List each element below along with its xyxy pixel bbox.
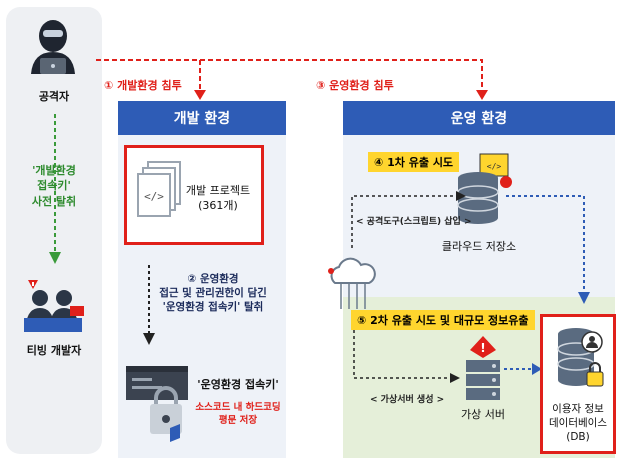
vm-create-label: < 가상서버 생성 > <box>370 395 445 405</box>
script-insert-label: < 공격도구(스크립트) 삽입 > <box>356 217 472 227</box>
steal-note-line3: 사전 탈취 <box>31 194 77 208</box>
hacker-icon <box>31 20 75 74</box>
step3-label: ③ 운영환경 침투 <box>316 79 394 92</box>
step4-label: ④ 1차 유출 시도 <box>368 152 460 172</box>
step2-line3: '운영환경 접속키' 탈취 <box>162 301 264 314</box>
source-files-icon: </> <box>137 161 181 217</box>
user-db-line1: 이용자 정보 <box>552 403 604 415</box>
script-insert-arrow <box>351 191 466 248</box>
step1-label: ① 개발환경 침투 <box>104 79 182 92</box>
svg-text:</>: </> <box>144 190 164 203</box>
database-icon <box>557 328 604 387</box>
attacker-label: 공격자 <box>38 90 70 103</box>
ops-environment-title: 운영 환경 <box>343 101 615 135</box>
dev-project-count: (361개) <box>198 198 238 212</box>
server-db-arrow <box>504 363 542 375</box>
victim-label: 티빙 개발자 <box>26 344 82 357</box>
server-label: 가상 서버 <box>461 408 505 421</box>
steal-note-line2: 접속키' <box>37 179 71 193</box>
server-icon: ! <box>466 336 500 400</box>
dev-project-name: 개발 프로젝트 <box>185 184 251 197</box>
dev-project-label: 개발 프로젝트 (361개) <box>178 184 258 214</box>
svg-text:!: ! <box>480 341 485 355</box>
hardcode-line1: 소스코드 내 하드코딩 <box>195 402 281 413</box>
lock-icon <box>126 366 188 442</box>
cloud-storage-icon: </> <box>457 153 512 224</box>
steal-arrow <box>49 114 61 264</box>
user-db-label: 이용자 정보 데이터베이스(DB) <box>540 402 616 445</box>
dev-down-arrow <box>143 265 155 345</box>
hardcode-line2: 평문 저장 <box>218 414 258 426</box>
step2-label: ② 운영환경 접근 및 관리권한이 담긴 '운영환경 접속키' 탈취 <box>140 272 286 315</box>
network-cloud-icon <box>328 257 376 309</box>
exfil-route <box>506 195 590 304</box>
steal-note: '개발환경 접속키' 사전 탈취 <box>6 163 102 209</box>
svg-text:</>: </> <box>487 162 502 171</box>
developers-icon <box>24 280 84 332</box>
dev-environment-title: 개발 환경 <box>118 101 286 135</box>
user-db-line2: 데이터베이스(DB) <box>549 417 607 444</box>
step2-line2: 접근 및 관리권한이 담긴 <box>159 287 267 300</box>
intrusion-route <box>96 59 488 100</box>
key-label: '운영환경 접속키' <box>197 378 279 391</box>
hardcode-note: 소스코드 내 하드코딩 평문 저장 <box>190 402 286 428</box>
step5-label: ⑤ 2차 유출 시도 및 대규모 정보유출 <box>351 310 535 330</box>
steal-note-line1: '개발환경 <box>32 164 76 177</box>
vm-create-arrow <box>353 330 460 383</box>
cloud-storage-label: 클라우드 저장소 <box>441 240 517 253</box>
step2-line1: ② 운영환경 <box>187 273 239 285</box>
attacker-panel <box>6 7 102 454</box>
